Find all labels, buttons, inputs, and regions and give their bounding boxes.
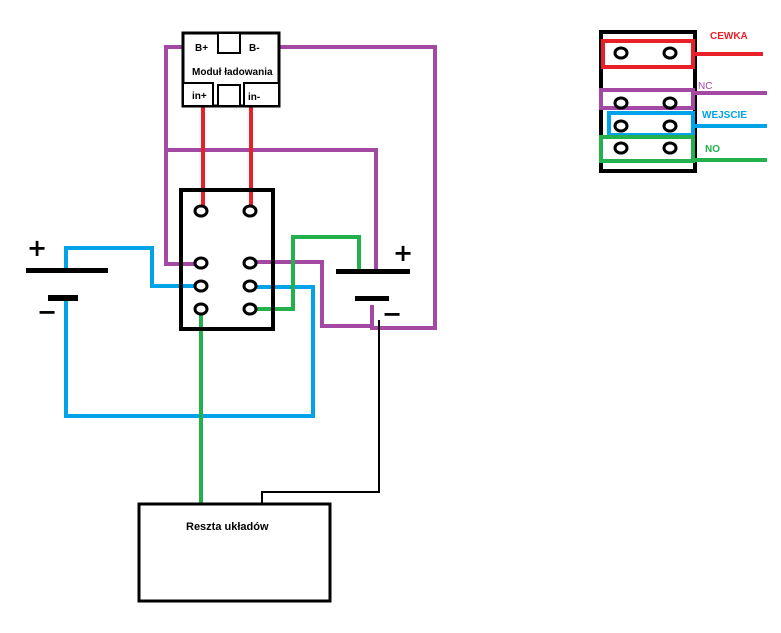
purple-wire-relay-to-battery xyxy=(250,260,372,328)
blue-wire-left-battery-plus xyxy=(64,246,200,288)
legend-terminal xyxy=(662,46,678,60)
blue-wire-loop xyxy=(64,285,315,418)
charging-module: B+ B- Moduł ładowania in+ in- xyxy=(181,31,281,108)
battery-right-plus: + xyxy=(393,239,413,267)
legend-terminal xyxy=(662,119,678,133)
green-wire-relay-to-battery xyxy=(248,235,361,311)
relay-terminal xyxy=(242,302,258,316)
legend-no-label: NO xyxy=(705,144,720,155)
module-in-plus-label: in+ xyxy=(192,91,207,102)
legend-terminal xyxy=(613,46,629,60)
legend-nc-label: NC xyxy=(698,81,712,92)
relay-terminal xyxy=(242,204,258,218)
legend-terminal xyxy=(662,141,678,155)
purple-wire-b-minus xyxy=(270,45,437,330)
module-title: Moduł ładowania xyxy=(192,67,273,78)
module-in-minus-label: in- xyxy=(248,92,260,103)
purple-wire-loop xyxy=(166,148,378,270)
rest-circuits-box: Reszta układów xyxy=(137,502,332,603)
relay-terminal xyxy=(242,256,258,270)
relay-block xyxy=(179,188,275,331)
relay-terminal xyxy=(193,302,209,316)
legend-wejscie-label: WEJSCIE xyxy=(702,110,747,121)
battery-left-minus: − xyxy=(37,298,57,326)
legend-no-frame xyxy=(599,135,695,163)
black-wire-to-rest xyxy=(261,320,380,503)
relay-terminal xyxy=(193,256,209,270)
battery-left: + − xyxy=(26,234,108,326)
relay-terminals xyxy=(193,204,258,316)
legend-cewka-label: CEWKA xyxy=(710,31,748,42)
battery-left-plus: + xyxy=(27,234,47,262)
legend-terminal xyxy=(613,96,629,110)
battery-right: + − xyxy=(336,239,413,328)
legend-nc-frame xyxy=(599,88,695,110)
legend-terminal xyxy=(662,96,678,110)
module-b-minus-label: B- xyxy=(249,43,260,54)
relay-terminal xyxy=(193,204,209,218)
legend-terminals xyxy=(613,46,678,155)
legend-terminal xyxy=(613,141,629,155)
relay-terminal xyxy=(193,279,209,293)
module-b-plus-label: B+ xyxy=(195,43,208,54)
rest-circuits-label: Reszta układów xyxy=(186,521,269,533)
battery-right-minus: − xyxy=(382,300,402,328)
legend-terminal xyxy=(613,119,629,133)
relay-terminal xyxy=(242,279,258,293)
